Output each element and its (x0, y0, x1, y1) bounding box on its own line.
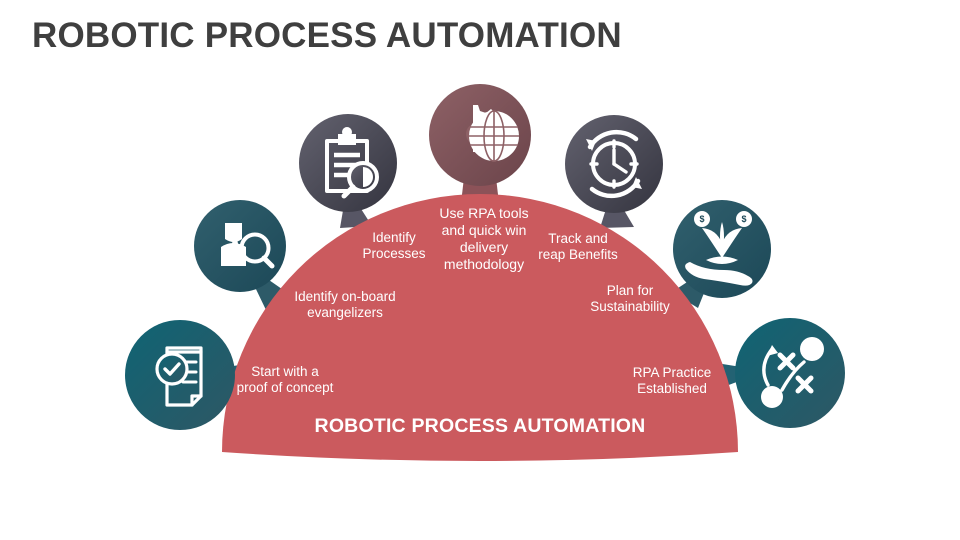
step-label-2: Identify on-board evangelizers (294, 289, 396, 320)
node-circle-4[interactable] (429, 84, 531, 186)
globe-glyph (469, 110, 519, 162)
node-hotspot-5[interactable] (565, 115, 663, 213)
node-circle-5[interactable] (565, 115, 663, 213)
step-label-4: Use RPA tools and quick win delivery met… (439, 205, 529, 272)
node-circle-7[interactable] (735, 318, 845, 428)
svg-text:$: $ (741, 214, 746, 224)
step-label-1: Start with a proof of concept (236, 364, 334, 395)
node-hotspot-3[interactable] (299, 114, 397, 212)
node-hotspot-1[interactable] (125, 320, 235, 430)
dome-bottom-title: ROBOTIC PROCESS AUTOMATION (314, 415, 646, 437)
node-circle-3[interactable] (299, 114, 397, 212)
page-title: ROBOTIC PROCESS AUTOMATION (32, 16, 622, 55)
node-circle-2[interactable] (194, 200, 286, 292)
step-label-7: RPA Practice Established (632, 365, 712, 396)
step-label-6: Plan for Sustainability (590, 283, 670, 314)
node-circle-1[interactable] (125, 320, 235, 430)
step-label-3: Identify Processes (362, 230, 426, 261)
node-hotspot-6[interactable] (673, 200, 771, 298)
dome-shape (222, 194, 738, 461)
node-hotspot-7[interactable] (735, 318, 845, 428)
node-hotspot-4[interactable] (429, 84, 531, 186)
step-label-5: Track and reap Benefits (538, 231, 618, 262)
svg-text:$: $ (699, 214, 704, 224)
node-hotspot-2[interactable] (194, 200, 286, 292)
node-circle-6[interactable]: $ $ (673, 200, 771, 298)
